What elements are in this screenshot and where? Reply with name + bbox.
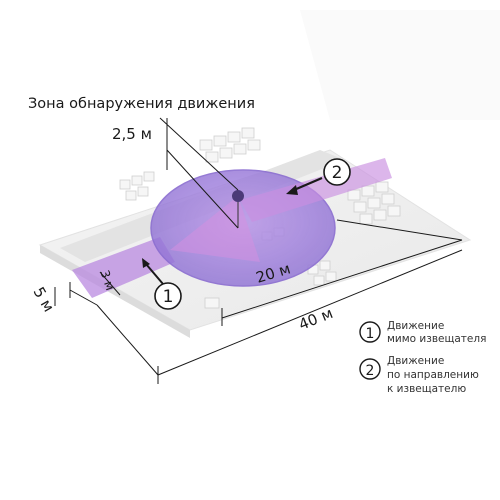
marker-2: 2: [323, 158, 351, 186]
svg-text:по направлению: по направлению: [387, 369, 479, 381]
width-label: 5 м: [30, 284, 58, 315]
sensor: [232, 190, 244, 202]
marker-1: 1: [154, 282, 182, 310]
svg-text:2: 2: [332, 163, 343, 183]
corridor-label: 3 м: [98, 268, 118, 292]
svg-text:2: 2: [366, 363, 375, 379]
height-label: 2,5 м: [112, 125, 152, 143]
corridor-path: [72, 237, 175, 298]
svg-text:Движение: Движение: [387, 355, 444, 367]
legend-item-1: 1 Движение мимо извещателя: [359, 320, 486, 345]
height-dimension: [159, 117, 239, 229]
svg-text:1: 1: [163, 287, 174, 307]
arrow-marker-1: [142, 258, 164, 285]
length-label: 40 м: [296, 304, 335, 334]
dimension-lines: [54, 219, 463, 384]
background-wall: [300, 10, 500, 120]
approach-beam: [240, 158, 392, 222]
svg-text:мимо извещателя: мимо извещателя: [387, 333, 486, 345]
svg-text:Движение: Движение: [387, 320, 444, 332]
svg-text:к извещателю: к извещателю: [387, 383, 466, 395]
svg-text:1: 1: [366, 326, 375, 342]
diagram-title: Зона обнаружения движения: [28, 96, 255, 112]
arrow-marker-2: [286, 176, 323, 195]
legend-item-2: 2 Движение по направлению к извещателю: [359, 355, 479, 395]
